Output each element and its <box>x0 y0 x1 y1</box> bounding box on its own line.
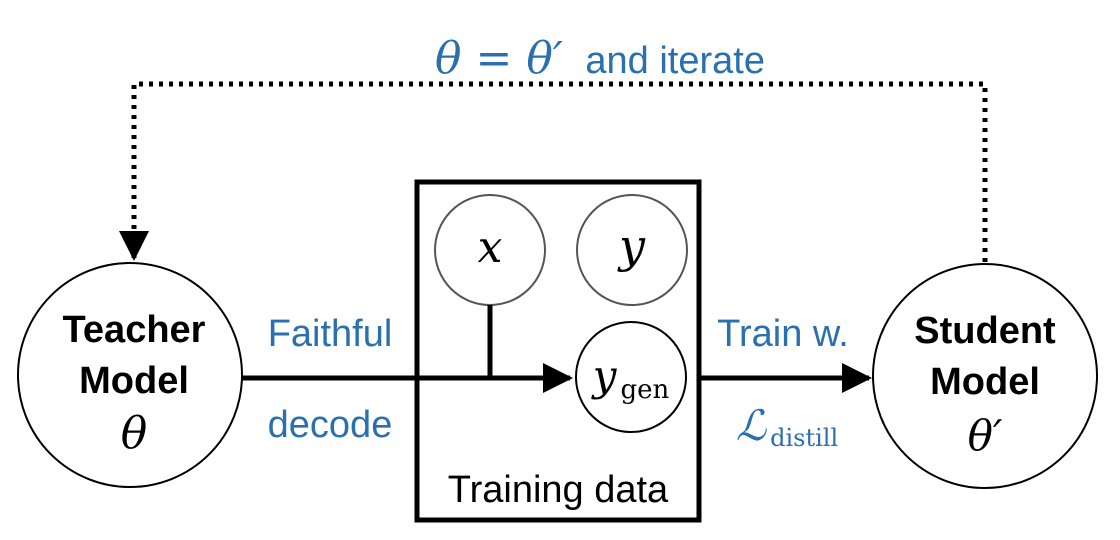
teacher-label-line2: Model <box>79 360 189 402</box>
y-node <box>576 194 688 306</box>
ygen-subscript: gen <box>620 375 669 405</box>
y-symbol: y <box>617 219 646 273</box>
training-data-box <box>414 179 702 523</box>
teacher-label-line1: Teacher <box>63 309 206 351</box>
teacher-model-node <box>17 262 243 488</box>
decode-label: decode <box>268 404 393 446</box>
ygen-symbol: y gen <box>591 351 670 405</box>
student-model-node <box>872 263 1098 489</box>
ygen-node <box>575 321 687 433</box>
loss-symbol: ℒ <box>736 401 767 450</box>
student-param: θ′ <box>968 411 1003 460</box>
ygen-main: y <box>591 351 618 400</box>
loop-label-text: and iterate <box>585 40 765 82</box>
teacher-param: θ <box>121 408 148 459</box>
loop-label-math: θ = θ′ <box>435 33 563 84</box>
loss-subscript: distill <box>770 424 838 452</box>
train-with-label: Train w. <box>717 313 849 355</box>
student-label-line1: Student <box>914 310 1056 352</box>
x-symbol: x <box>478 222 503 273</box>
iterate-loop-arrow <box>119 81 988 262</box>
loop-label: θ = θ′ and iterate <box>435 33 765 84</box>
student-label-line2: Model <box>930 361 1040 403</box>
faithful-label: Faithful <box>268 313 393 355</box>
loss-label: ℒ distill <box>736 401 838 452</box>
training-data-label: Training data <box>448 469 669 511</box>
